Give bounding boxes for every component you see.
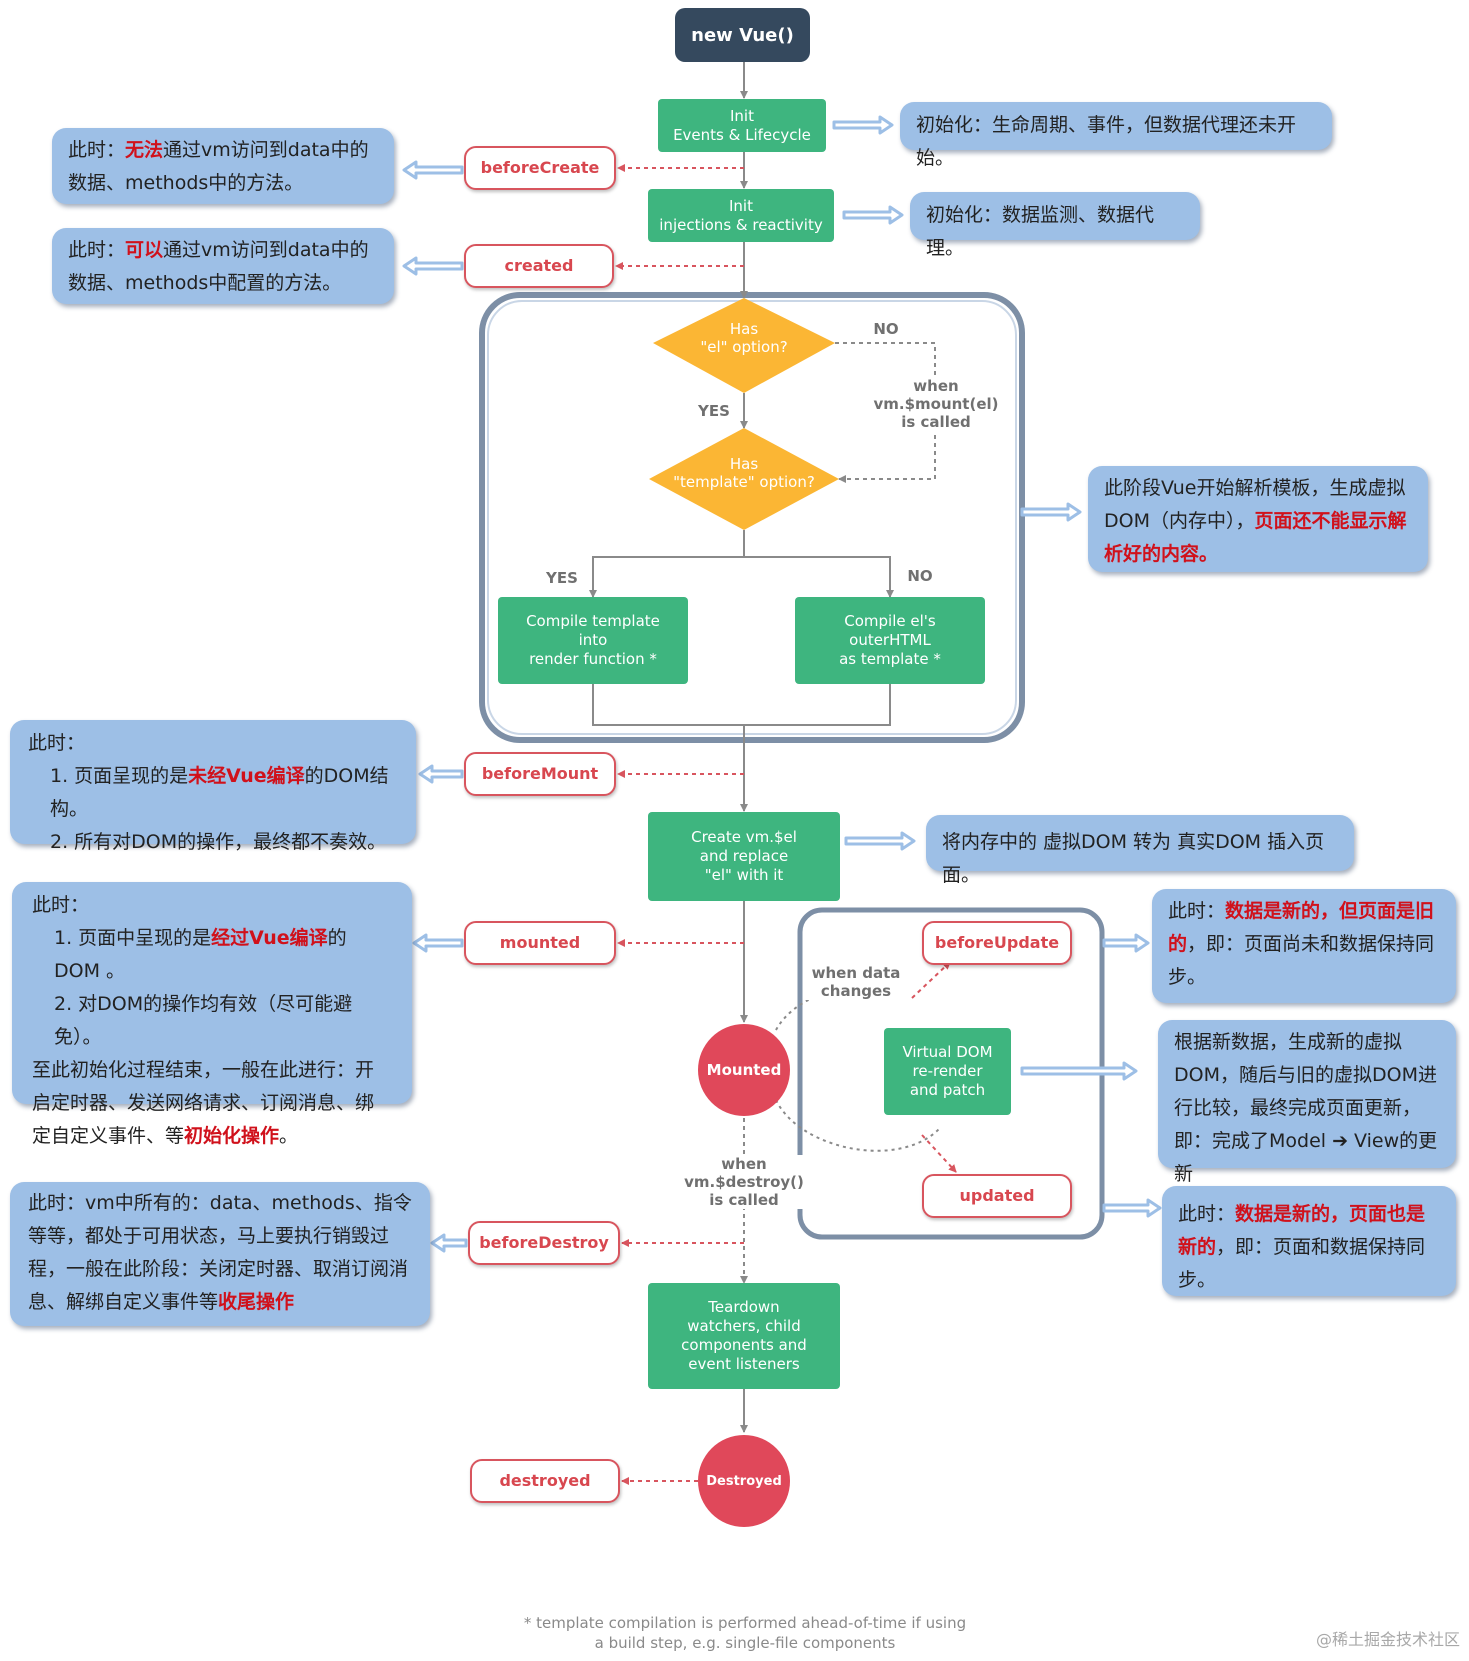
note-updated: 此时：数据是新的，页面也是新的，即：页面和数据保持同步。	[1162, 1186, 1456, 1296]
when-destroy-label: when vm.$destroy() is called	[676, 1155, 812, 1209]
when-data-label: when data changes	[806, 964, 906, 1000]
init-events-box: Init Events & Lifecycle	[658, 99, 826, 152]
note-beforeupdate: 此时：数据是新的，但页面是旧的，即：页面尚未和数据保持同步。	[1152, 889, 1456, 1003]
teardown-box: Teardown watchers, child components and …	[648, 1283, 840, 1389]
new-vue-box: new Vue()	[675, 8, 810, 62]
init-injections-label: Init injections & reactivity	[659, 196, 823, 234]
compile-template-box: Compile template into render function *	[498, 597, 688, 684]
hook-beforeupdate: beforeUpdate	[922, 921, 1072, 965]
note-compile: 此阶段Vue开始解析模板，生成虚拟DOM（内存中），页面还不能显示解析好的内容。	[1088, 466, 1428, 572]
hook-destroyed: destroyed	[470, 1459, 620, 1503]
note-mounted: 此时： 1. 页面中呈现的是经过Vue编译的DOM 。 2. 对DOM的操作均有…	[12, 882, 412, 1147]
no-el-label: NO	[873, 320, 899, 338]
init-injections-box: Init injections & reactivity	[648, 189, 834, 242]
new-vue-label: new Vue()	[691, 24, 794, 46]
create-el-box: Create vm.$el and replace "el" with it	[648, 812, 840, 901]
footnote: * template compilation is performed ahea…	[523, 1614, 967, 1652]
hook-created: created	[464, 244, 614, 288]
when-mount-label: when vm.$mount(el) is called	[866, 377, 1006, 431]
hook-beforecreate: beforeCreate	[464, 146, 616, 190]
compile-el-label: Compile el's outerHTML as template *	[839, 612, 941, 668]
compile-el-box: Compile el's outerHTML as template *	[795, 597, 985, 684]
has-template-label: Has "template" option?	[673, 455, 815, 491]
init-events-label: Init Events & Lifecycle	[673, 106, 811, 144]
note-init-events: 初始化：生命周期、事件，但数据代理还未开始。	[900, 102, 1332, 169]
note-arrows	[402, 115, 1162, 1253]
note-init-injections: 初始化：数据监测、数据代理。	[910, 192, 1200, 259]
hook-updated: updated	[922, 1174, 1072, 1218]
hook-beforemount: beforeMount	[464, 752, 616, 796]
no-template-label: NO	[907, 567, 933, 585]
watermark: @稀土掘金技术社区	[1315, 1630, 1460, 1649]
note-beforemount: 此时： 1. 页面呈现的是未经Vue编译的DOM结构。 2. 所有对DOM的操作…	[10, 720, 416, 853]
mounted-state: Mounted	[698, 1024, 790, 1116]
has-template-decision	[649, 428, 839, 530]
hook-mounted: mounted	[464, 921, 616, 965]
note-virtual-dom: 根据新数据，生成新的虚拟DOM，随后与旧的虚拟DOM进行比较，最终完成页面更新，…	[1158, 1020, 1456, 1185]
has-el-decision	[653, 298, 835, 393]
create-el-label: Create vm.$el and replace "el" with it	[691, 828, 797, 884]
note-create-el: 将内存中的 虚拟DOM 转为 真实DOM 插入页面。	[926, 815, 1354, 886]
note-beforedestroy: 此时：vm中所有的：data、methods、指令等等，都处于可用状态，马上要执…	[10, 1182, 430, 1326]
teardown-label: Teardown watchers, child components and …	[681, 1298, 807, 1373]
yes-el-label: YES	[698, 402, 730, 420]
yes-template-label: YES	[546, 569, 578, 587]
compile-template-label: Compile template into render function *	[526, 612, 660, 668]
virtual-dom-box: Virtual DOM re-render and patch	[884, 1028, 1011, 1115]
note-created: 此时：可以通过vm访问到data中的数据、methods中配置的方法。	[52, 228, 394, 304]
virtual-dom-label: Virtual DOM re-render and patch	[902, 1043, 993, 1099]
note-beforecreate: 此时：无法通过vm访问到data中的数据、methods中的方法。	[52, 128, 394, 204]
has-el-label: Has "el" option?	[700, 320, 788, 356]
destroyed-state: Destroyed	[698, 1435, 790, 1527]
hook-beforedestroy: beforeDestroy	[468, 1221, 620, 1265]
